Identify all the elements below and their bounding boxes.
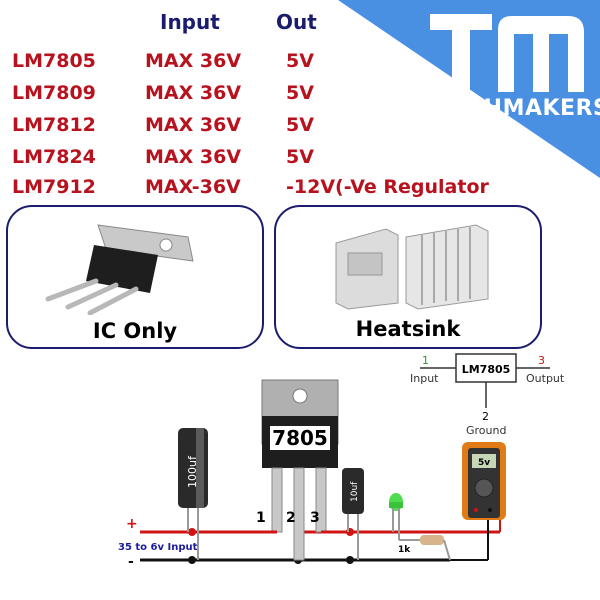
resistor-1k-icon bbox=[399, 535, 451, 561]
pinout-pin1-label: Input bbox=[410, 372, 439, 385]
pinout-pin2-label: Ground bbox=[466, 424, 506, 437]
circuit-diagram: 7805 1 2 3 100uf 10uf 1k bbox=[118, 379, 506, 570]
heatsink-icon bbox=[335, 224, 489, 310]
multimeter-reading: 5v bbox=[478, 458, 490, 468]
pinout-pin3-label: Output bbox=[526, 372, 565, 385]
pinout-pin1-number: 1 bbox=[422, 354, 429, 367]
input-range-label: 35 to 6v Input bbox=[118, 542, 198, 553]
regulator-label: 7805 bbox=[272, 426, 328, 450]
part-number: LM7824 bbox=[12, 146, 96, 168]
positive-terminal-label: + bbox=[126, 516, 138, 532]
techmakers-logo-icon bbox=[430, 14, 584, 92]
pin1-label: 1 bbox=[256, 510, 266, 526]
output-voltage: 5V bbox=[286, 146, 314, 168]
max-input: MAX 36V bbox=[145, 114, 242, 136]
max-input: MAX 36V bbox=[145, 50, 242, 72]
pinout-chip-label: LM7805 bbox=[462, 363, 511, 376]
resistor-label: 1k bbox=[398, 545, 411, 555]
multimeter-icon bbox=[462, 442, 506, 520]
max-input: MAX-36V bbox=[145, 176, 241, 198]
part-number: LM7812 bbox=[12, 114, 96, 136]
pinout-diagram: LM7805 1 Input 3 Output 2 Ground bbox=[410, 353, 565, 437]
negative-terminal-label: - bbox=[128, 554, 134, 570]
brand-name: TECHMAKERS bbox=[436, 96, 600, 121]
header-input: Input bbox=[160, 10, 220, 34]
header-out: Out bbox=[276, 10, 317, 34]
output-voltage: 5V bbox=[286, 82, 314, 104]
capacitor-10uf-icon bbox=[342, 468, 364, 560]
output-voltage: 5V bbox=[286, 50, 314, 72]
max-input: MAX 36V bbox=[145, 146, 242, 168]
part-number: LM7805 bbox=[12, 50, 96, 72]
output-voltage: 5V bbox=[286, 114, 314, 136]
part-number: LM7809 bbox=[12, 82, 96, 104]
max-input: MAX 36V bbox=[145, 82, 242, 104]
heatsink-label: Heatsink bbox=[355, 317, 461, 341]
capacitor-100uf-icon bbox=[178, 428, 208, 560]
pin3-label: 3 bbox=[310, 510, 320, 526]
pin2-label: 2 bbox=[286, 510, 296, 526]
heatsink-panel: Heatsink bbox=[274, 205, 542, 349]
pinout-pin3-number: 3 bbox=[538, 354, 545, 367]
output-voltage: -12V(-Ve Regulator bbox=[286, 176, 489, 198]
regulator-7805-icon: 7805 bbox=[258, 379, 350, 561]
capacitor-100uf-label: 100uf bbox=[186, 455, 199, 488]
part-number: LM7912 bbox=[12, 176, 96, 198]
ic-only-panel: IC Only bbox=[6, 205, 264, 349]
to220-regulator-icon bbox=[45, 224, 194, 315]
pinout-pin2-number: 2 bbox=[482, 410, 489, 423]
green-led-icon bbox=[389, 493, 403, 540]
capacitor-10uf-label: 10uf bbox=[350, 481, 360, 502]
ic-only-label: IC Only bbox=[92, 319, 178, 343]
